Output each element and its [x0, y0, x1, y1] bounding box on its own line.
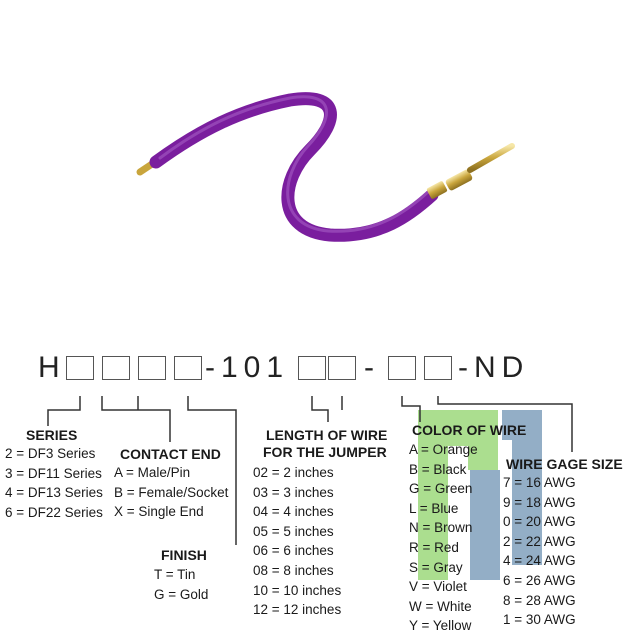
list-item: 10 = 10 inches — [253, 582, 342, 598]
pn-box-length-1 — [298, 356, 326, 380]
finish-list: T = Tin G = Gold — [154, 565, 208, 604]
list-item: W = White — [409, 598, 472, 614]
list-item: 06 = 6 inches — [253, 543, 334, 559]
list-item: 4 = 24 AWG — [503, 553, 576, 569]
part-number: H -101 - -ND — [0, 350, 640, 390]
list-item: 4 = DF13 Series — [5, 485, 103, 501]
gage-title: WIRE GAGE SIZE — [506, 456, 623, 472]
list-item: 12 = 12 inches — [253, 602, 342, 618]
list-item: 9 = 18 AWG — [503, 494, 576, 510]
pn-box-contact-2 — [138, 356, 166, 380]
list-item: A = Orange — [409, 442, 478, 457]
pn-mid: -101 — [205, 351, 290, 384]
length-list: 02 = 2 inches 03 = 3 inches 04 = 4 inche… — [253, 463, 341, 620]
leader-lines — [47, 396, 573, 545]
length-title-1: LENGTH OF WIRE — [266, 427, 388, 443]
pn-box-color — [388, 356, 416, 380]
pn-box-length-2 — [328, 356, 356, 380]
list-item: 04 = 4 inches — [253, 504, 334, 520]
list-item: V = Violet — [409, 579, 467, 595]
list-item: 08 = 8 inches — [253, 562, 334, 578]
list-item: 05 = 5 inches — [253, 523, 334, 539]
series-title: SERIES — [26, 427, 78, 443]
list-item: 1 = 30 AWG — [503, 612, 576, 628]
pn-box-gage — [424, 356, 452, 380]
list-item: 6 = 26 AWG — [503, 572, 576, 588]
list-item: 0 = 20 AWG — [503, 514, 576, 530]
list-item: 6 = DF22 Series — [5, 504, 103, 520]
pn-box-finish — [174, 356, 202, 380]
crimp-contact — [426, 143, 515, 199]
list-item: N = Brown — [409, 520, 473, 536]
list-item: X = Single End — [114, 504, 204, 520]
list-item: 3 = DF11 Series — [5, 465, 102, 481]
list-item: 8 = 28 AWG — [503, 592, 576, 608]
pn-suffix: -ND — [458, 351, 530, 384]
list-item: 03 = 3 inches — [253, 484, 334, 500]
list-item: T = Tin — [154, 567, 196, 582]
color-title: COLOR OF WIRE — [412, 422, 527, 438]
list-item: L = Blue — [409, 500, 459, 516]
list-item: G = Green — [409, 481, 473, 497]
length-title-2: FOR THE JUMPER — [263, 444, 387, 460]
list-item: 2 = 22 AWG — [503, 533, 576, 549]
list-item: B = Black — [409, 461, 467, 477]
list-item: 2 = DF3 Series — [5, 446, 96, 461]
list-item: B = Female/Socket — [114, 484, 229, 500]
list-item: G = Gold — [154, 586, 209, 602]
pn-sep: - — [364, 351, 374, 384]
pn-prefix: H — [38, 351, 60, 384]
contact-end-list: A = Male/Pin B = Female/Socket X = Singl… — [114, 463, 228, 522]
list-item: S = Gray — [409, 559, 463, 575]
contact-end-title: CONTACT END — [120, 446, 221, 462]
pn-box-series — [66, 356, 94, 380]
pn-box-contact-1 — [102, 356, 130, 380]
color-list: A = Orange B = Black G = Green L = Blue … — [409, 440, 478, 636]
wire-body — [149, 92, 439, 242]
wire-highlight — [158, 95, 430, 233]
list-item: 02 = 2 inches — [253, 465, 334, 480]
gage-list: 7 = 16 AWG 9 = 18 AWG 0 = 20 AWG 2 = 22 … — [503, 473, 576, 630]
list-item: 7 = 16 AWG — [503, 475, 576, 490]
jumper-wire-image — [136, 92, 515, 242]
series-list: 2 = DF3 Series 3 = DF11 Series 4 = DF13 … — [5, 444, 103, 522]
list-item: A = Male/Pin — [114, 465, 191, 480]
list-item: Y = Yellow — [409, 618, 472, 634]
list-item: R = Red — [409, 539, 459, 555]
finish-title: FINISH — [161, 547, 207, 563]
